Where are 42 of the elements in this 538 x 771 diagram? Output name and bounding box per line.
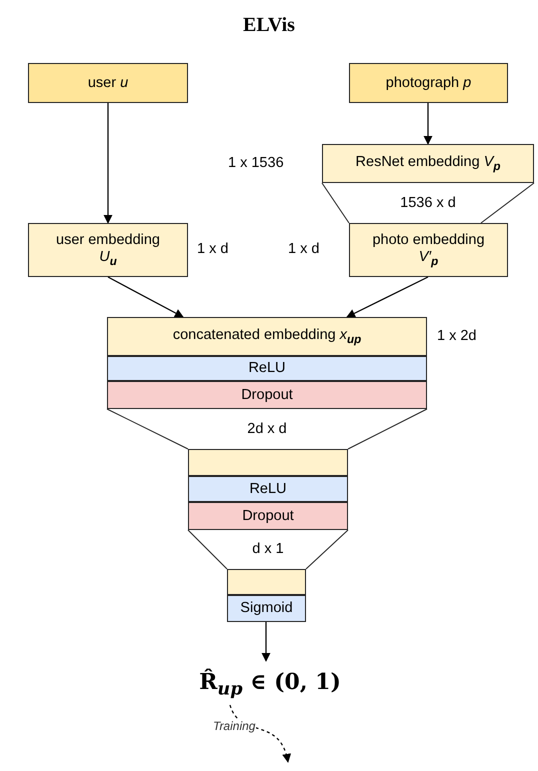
- layer-box: [28, 223, 188, 277]
- layer-label: user u: [88, 74, 128, 92]
- arrow: [346, 276, 428, 318]
- empty-box: [227, 569, 306, 595]
- dimension-label: 1536 x d: [400, 194, 456, 212]
- layer-label: ReLU: [248, 360, 286, 377]
- dimension-label: 1 x d: [197, 241, 228, 257]
- layer-box: [322, 144, 534, 183]
- layer-box: [349, 63, 508, 103]
- projection-trapezoid: [188, 530, 348, 569]
- layer-box: [28, 63, 188, 103]
- dimension-label: 1 x 2d: [437, 328, 476, 344]
- layer-label: Dropout: [242, 508, 294, 524]
- layer-box: [107, 356, 427, 381]
- edge-label: Training: [212, 719, 256, 733]
- layer-box: [227, 595, 306, 622]
- arrow: [424, 103, 432, 145]
- layer-label: ResNet embedding V$_{p}$: [356, 154, 500, 174]
- layer-label: concatenated embedding x$_{up}$: [172, 326, 362, 346]
- arrow: [262, 622, 270, 662]
- arrow: [104, 103, 112, 224]
- layer-label: photograph p: [386, 74, 472, 92]
- empty-box: [188, 449, 348, 476]
- layer-box: [107, 317, 427, 356]
- dimension-label: d x 1: [252, 541, 284, 558]
- layer-box: [107, 381, 427, 409]
- layer-label: ReLU: [249, 480, 287, 498]
- dimension-label: 2d x d: [247, 420, 287, 438]
- diagram-title: ELVis: [242, 14, 296, 37]
- output-formula: R̂$_{up}$ ∈ (0, 1): [160, 665, 380, 705]
- layer-label: Sigmoid: [240, 600, 293, 617]
- projection-trapezoid: [107, 409, 427, 449]
- layer-label: photo embedding V′$_{p}$: [371, 232, 486, 268]
- arrow: [108, 276, 184, 318]
- dimension-label: 1 x d: [288, 241, 320, 257]
- layer-label: Dropout: [241, 386, 293, 404]
- layer-box: [349, 223, 508, 277]
- projection-trapezoid: [322, 183, 534, 223]
- dimension-label: 1 x 1536: [228, 155, 284, 171]
- layer-label: user embedding U$_{u}$: [55, 232, 161, 268]
- layer-box: [188, 502, 348, 530]
- layer-box: [188, 476, 348, 502]
